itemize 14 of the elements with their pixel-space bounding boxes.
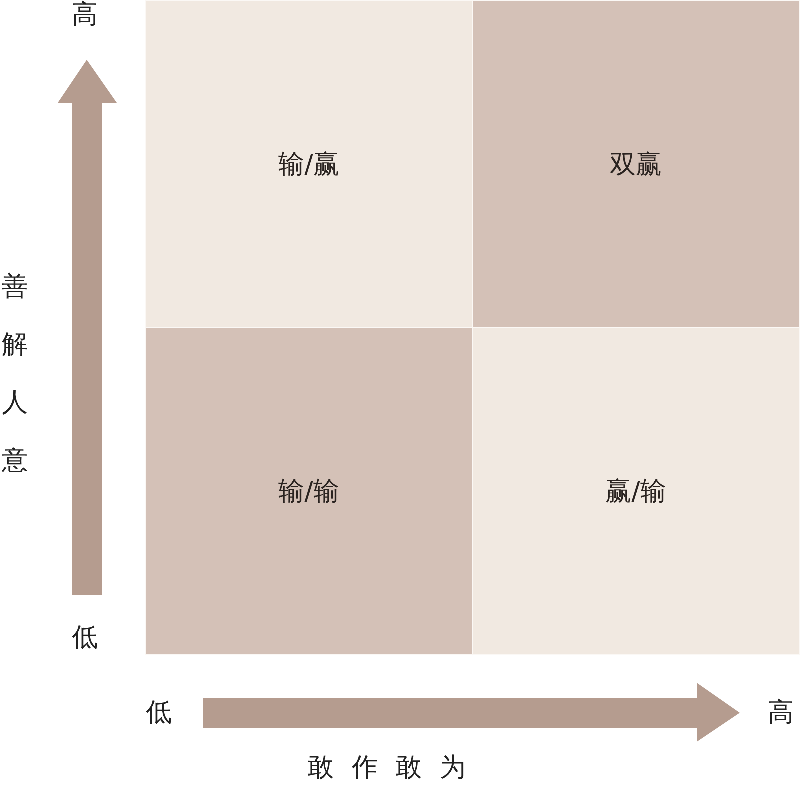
quadrant-box (145, 327, 473, 655)
axis-tick-label: 低 (146, 700, 172, 726)
axis-tick-label: 高 (72, 2, 98, 28)
axis-tick-label: 高 (768, 700, 794, 726)
quadrant-label: 双赢 (610, 148, 662, 182)
axis-title: 善解人意 (2, 271, 29, 478)
quadrant-box (145, 0, 473, 328)
quadrant-label: 赢/输 (606, 476, 666, 508)
axis-title: 敢作敢为 (308, 755, 484, 781)
quadrant-box (472, 0, 800, 328)
quadrant-box (472, 327, 800, 655)
quadrant-label: 输/输 (278, 476, 340, 508)
quadrant-label: 输/赢 (278, 148, 340, 182)
axis-tick-label: 低 (72, 625, 98, 651)
